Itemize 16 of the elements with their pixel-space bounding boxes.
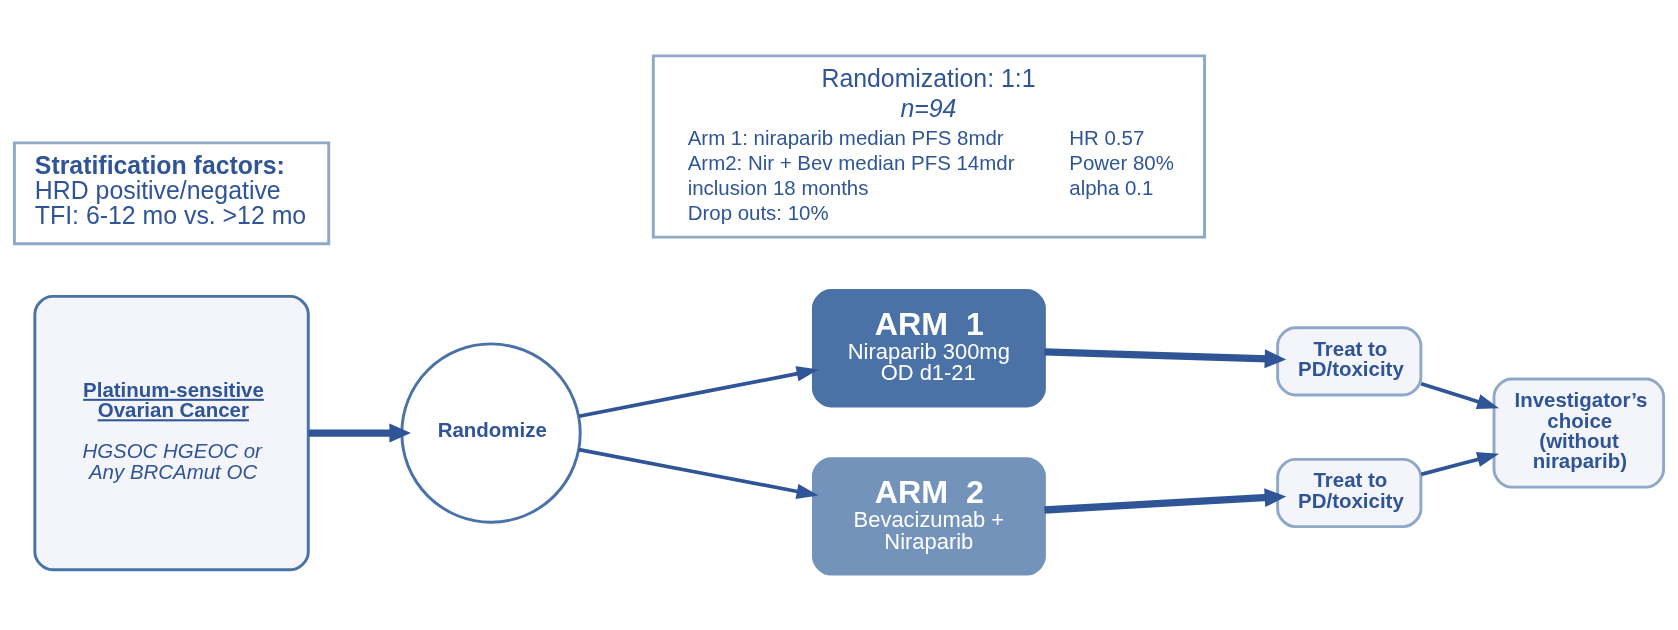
node-circle: Randomize bbox=[400, 342, 582, 524]
arrow bbox=[578, 447, 819, 499]
node-box: Treat to PD/toxicity bbox=[1276, 326, 1423, 397]
node-box: Stratification factors: HRD positive/negative TFI: 6-12 mo vs. >12 mo bbox=[12, 141, 331, 246]
arrow bbox=[1044, 348, 1287, 369]
node-box: Platinum-sensitive Ovarian Cancer HGSOC HGEOC or Any BRCAmut OC bbox=[33, 294, 310, 572]
node-box: Randomization: 1:1 n=94 Arm 1: niraparib median PFS 8mdr HR 0.57 Arm2: Nir + Bev median PFS 14mdr Power 80% inclusion 18 months alpha 0.1 Drop outs: 10% bbox=[651, 54, 1206, 239]
arrow bbox=[1044, 488, 1287, 514]
node-box: ARM 1 Niraparib 300mg OD d1-21 bbox=[811, 289, 1046, 408]
arrow bbox=[578, 366, 819, 418]
node-box: Treat to PD/toxicity bbox=[1276, 457, 1423, 529]
node-box: Investigator’s choice (without niraparib) bbox=[1492, 377, 1666, 489]
arrow bbox=[308, 423, 411, 443]
arrow bbox=[1420, 381, 1500, 410]
node-box: ARM 2 Bevacizumab + Niraparib bbox=[811, 457, 1046, 576]
arrow bbox=[1420, 451, 1500, 477]
